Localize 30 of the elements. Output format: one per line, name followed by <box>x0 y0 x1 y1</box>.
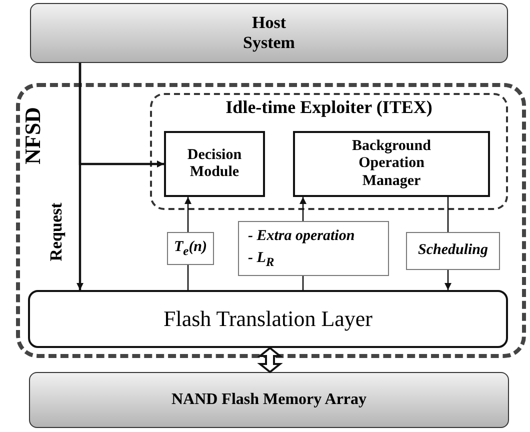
layer-label: Flash Translation Layer <box>164 306 372 332</box>
system-label: Host System <box>242 13 296 53</box>
signal-box <box>167 232 214 265</box>
dashed-group <box>150 93 508 210</box>
group-title: Idle-time Exploiter (ITEX) <box>224 97 434 118</box>
signal-label: - L$_{R}$ <box>248 248 274 271</box>
signal-label: Scheduling <box>418 242 488 260</box>
connector-line <box>302 276 304 290</box>
signal-box <box>238 221 389 276</box>
system-box <box>30 3 508 63</box>
system-box <box>29 372 509 428</box>
arrow <box>300 197 306 221</box>
module-box <box>293 131 490 197</box>
arrow <box>184 197 192 232</box>
system-label: NAND Flash Memory Array <box>171 390 367 410</box>
dashed-region <box>16 83 526 358</box>
connector-line <box>187 265 189 290</box>
edge-label: Request <box>46 202 66 262</box>
arrow <box>78 63 164 168</box>
layer-box <box>28 290 508 348</box>
signal-label: - Extra operation <box>248 227 355 246</box>
module-box <box>164 131 265 197</box>
double-arrow <box>257 346 283 374</box>
connector-line <box>447 197 449 232</box>
module-label: Background Operation Manager <box>351 138 432 190</box>
signal-label: T$_{e}$(n) <box>174 238 208 258</box>
signal-box <box>406 232 500 270</box>
module-label: Decision Module <box>186 146 243 182</box>
region-title: NFSD <box>20 106 46 164</box>
arrow <box>444 270 452 290</box>
